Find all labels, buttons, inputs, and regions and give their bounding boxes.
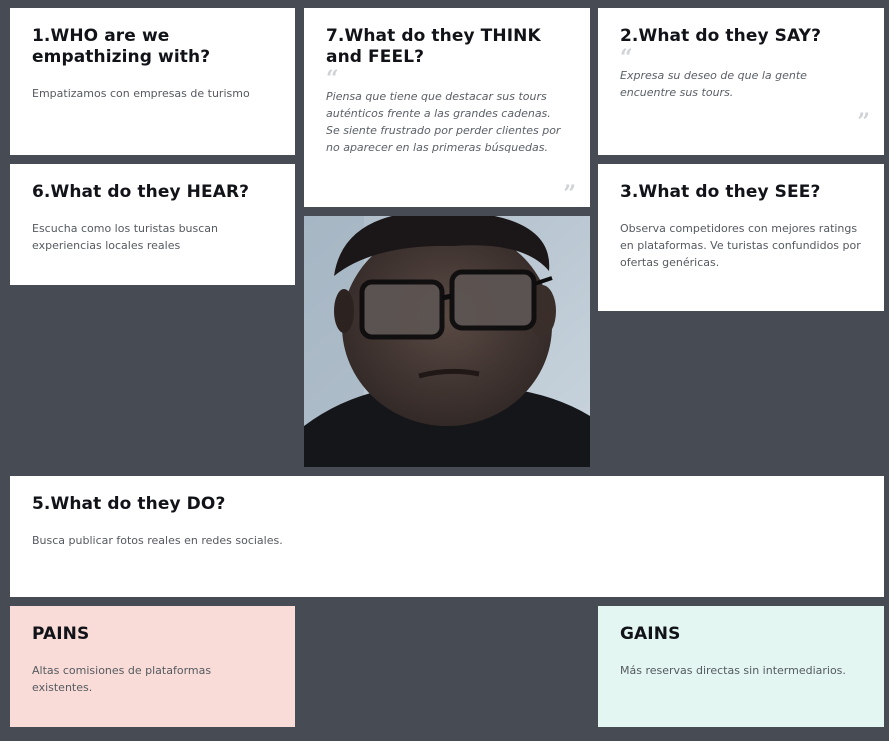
card-gains-text: Más reservas directas sin intermediarios… [620, 664, 846, 677]
card-see-title: 3.What do they SEE? [620, 182, 821, 202]
open-quote-icon: “ [620, 45, 633, 71]
person-photo [304, 216, 590, 467]
close-quote-icon: ” [857, 109, 870, 135]
card-think-feel-title: 7.What do they THINK and FEEL? [326, 26, 541, 67]
card-hear: 6.What do they HEAR? Escucha como los tu… [10, 164, 295, 285]
card-pains: PAINS Altas comisiones de plataformas ex… [10, 606, 295, 727]
card-gains: GAINS Más reservas directas sin intermed… [598, 606, 884, 727]
card-hear-text: Escucha como los turistas buscan experie… [32, 222, 219, 252]
card-say: 2.What do they SAY? “ Expresa su deseo d… [598, 8, 884, 155]
card-gains-title: GAINS [620, 624, 681, 644]
card-say-title: 2.What do they SAY? [620, 26, 822, 46]
person-photo-icon [304, 216, 590, 467]
card-hear-title: 6.What do they HEAR? [32, 182, 250, 202]
card-see-text: Observa competidores con mejores ratings… [620, 222, 861, 269]
card-do-text: Busca publicar fotos reales en redes soc… [32, 534, 283, 547]
card-who-title: 1.WHO are we empathizing with? [32, 26, 211, 67]
card-pains-title: PAINS [32, 624, 90, 644]
close-quote-icon: ” [563, 181, 576, 207]
card-do-title: 5.What do they DO? [32, 494, 226, 514]
card-do: 5.What do they DO? Busca publicar fotos … [10, 476, 884, 597]
card-see: 3.What do they SEE? Observa competidores… [598, 164, 884, 311]
card-think-feel-text: Piensa que tiene que destacar sus tours … [326, 90, 561, 154]
card-who-text: Empatizamos con empresas de turismo [32, 87, 250, 100]
open-quote-icon: “ [326, 66, 339, 92]
card-say-text: Expresa su deseo de que la gente encuent… [620, 69, 807, 99]
card-who: 1.WHO are we empathizing with? Empatizam… [10, 8, 295, 155]
card-think-feel: 7.What do they THINK and FEEL? “ Piensa … [304, 8, 590, 207]
card-pains-text: Altas comisiones de plataformas existent… [32, 664, 212, 694]
